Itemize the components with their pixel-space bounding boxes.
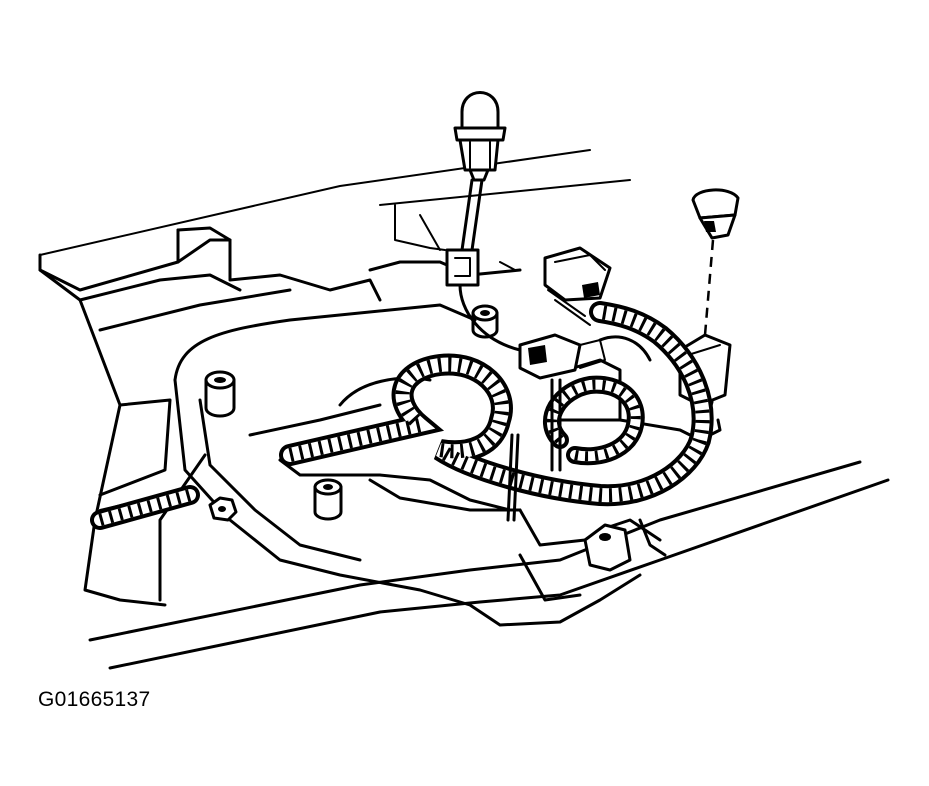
outer-trim-lines (39, 149, 890, 670)
bulb-socket (453, 91, 507, 182)
side-clip-bracket (583, 523, 632, 572)
post-left (204, 370, 236, 418)
bulb-pigtail (445, 178, 522, 352)
standoff-posts (204, 304, 499, 522)
connector-plug-right (543, 246, 612, 302)
figure-id-label: G01665137 (38, 688, 151, 711)
retainer-clip (691, 188, 740, 336)
wiring-harness (90, 301, 714, 530)
post-upper (471, 304, 499, 339)
post-lower (313, 478, 343, 521)
upper-panel (368, 204, 591, 326)
fastener-pins (506, 378, 562, 522)
connector-body-center (518, 333, 652, 380)
nut-left (208, 496, 238, 522)
